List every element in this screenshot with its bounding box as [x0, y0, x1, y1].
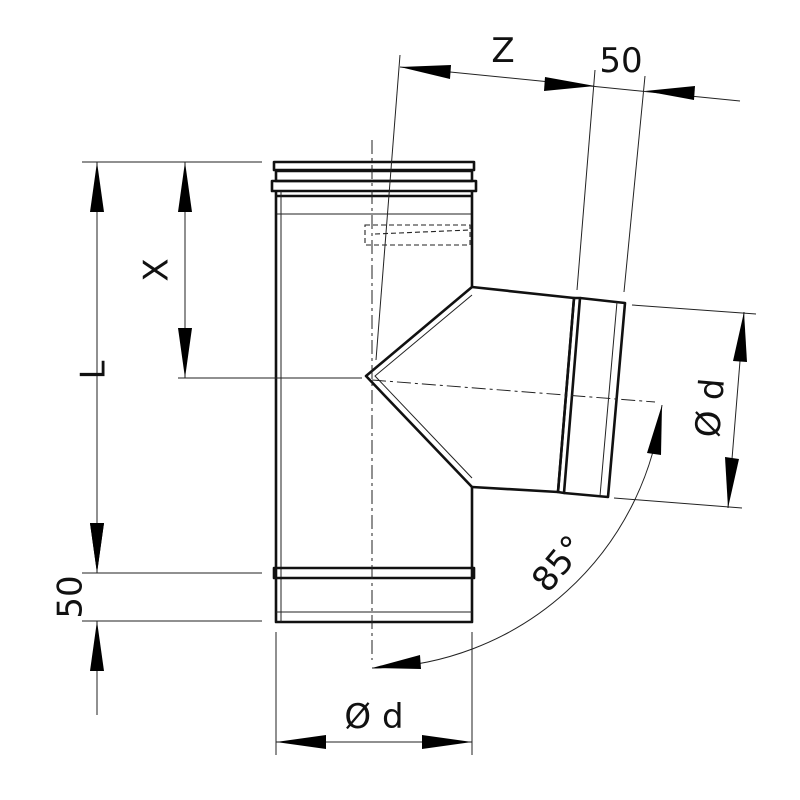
main-body — [274, 191, 474, 624]
hidden-seal — [364, 224, 471, 246]
branch-pipe — [364, 285, 627, 499]
dimension-x — [178, 162, 192, 378]
dimension-angle-label: 85° — [524, 528, 593, 600]
bottom-bead — [272, 566, 476, 580]
branch-centerline — [371, 379, 656, 403]
dimension-z-label: Z — [491, 31, 514, 71]
dimension-z — [399, 65, 741, 102]
top-ring-2 — [274, 169, 474, 183]
hidden-seal-line — [374, 229, 471, 235]
dimension-l-label: L — [74, 360, 114, 379]
dimension-diameter-branch — [725, 311, 747, 509]
dimension-diameter-branch-label: Ø d — [688, 377, 733, 439]
top-ring-3 — [270, 179, 478, 193]
dimension-angle — [371, 404, 663, 669]
dimension-bottom-offset-label: 50 — [51, 575, 91, 618]
branch-socket — [563, 296, 627, 499]
dimension-diameter-bottom-label: Ø d — [344, 697, 403, 737]
branch-intersection-inner — [374, 294, 473, 479]
dimension-bottom-offset — [90, 523, 104, 715]
branch-socket-inner — [599, 301, 618, 497]
main-pipe — [270, 160, 478, 624]
top-ring-1 — [272, 160, 476, 172]
branch-body — [471, 285, 576, 494]
branch-intersection — [364, 286, 473, 488]
dimension-diameter-bottom — [276, 735, 472, 749]
dimension-x-label: X — [137, 258, 177, 281]
extension-lines — [82, 54, 757, 755]
dimension-top-offset-label: 50 — [599, 41, 642, 81]
